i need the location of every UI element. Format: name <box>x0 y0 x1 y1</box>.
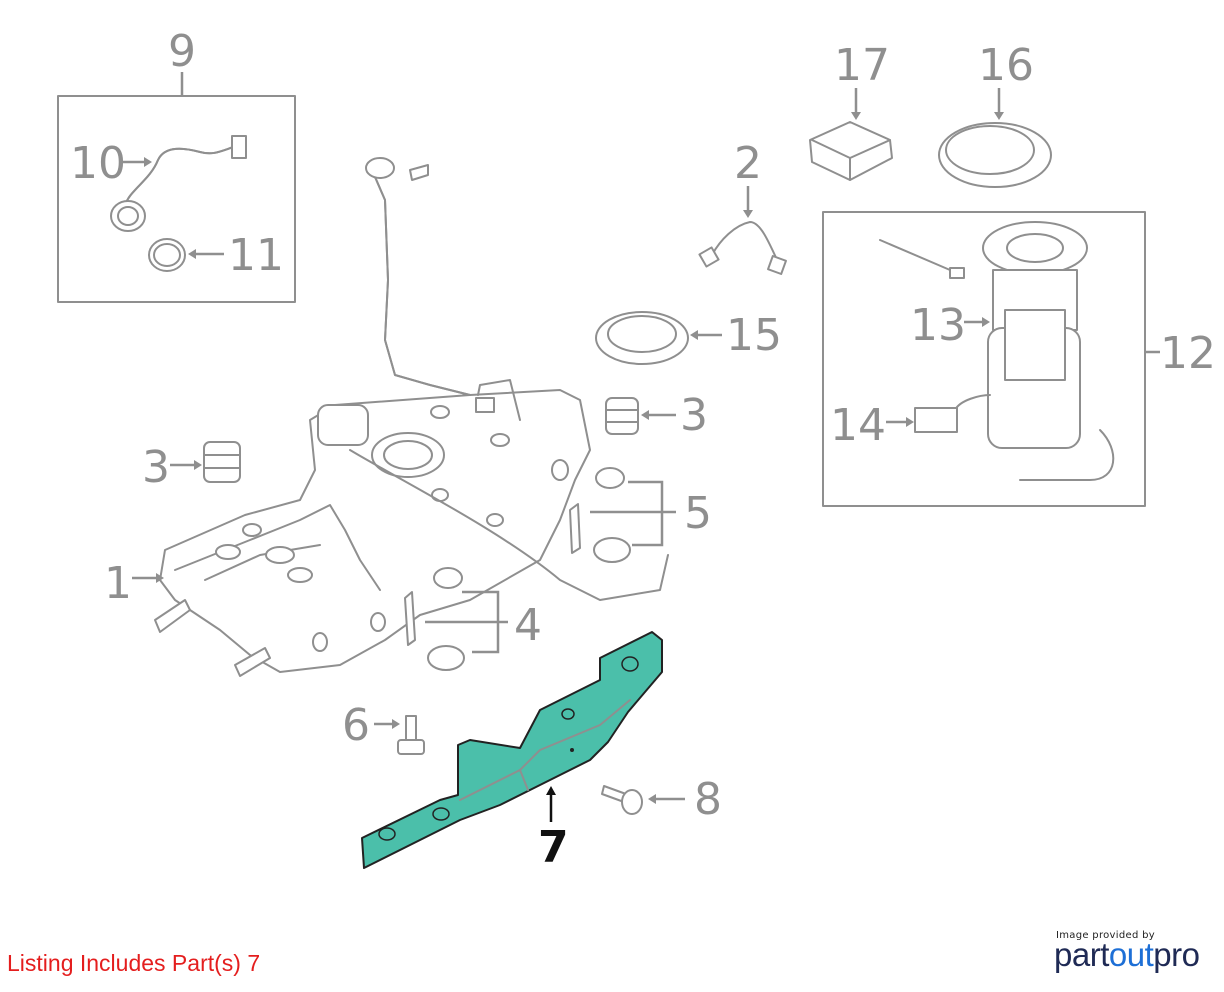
part-15-seal <box>595 311 722 365</box>
callout-labels: 1 2 3 3 4 5 6 7 8 9 10 11 12 13 14 15 16… <box>70 26 1216 873</box>
part-7-heat-shield <box>361 631 663 869</box>
part-5 <box>569 467 676 563</box>
callout-1: 1 <box>104 558 132 609</box>
fuel-tank <box>132 157 669 677</box>
callout-2: 2 <box>734 138 762 189</box>
callout-3-right: 3 <box>680 390 708 441</box>
callout-3-left: 3 <box>142 442 170 493</box>
callout-17: 17 <box>834 40 890 91</box>
callout-13: 13 <box>910 300 966 351</box>
callout-6: 6 <box>342 700 370 751</box>
callout-14: 14 <box>830 400 886 451</box>
callout-16: 16 <box>978 40 1034 91</box>
callout-7-highlighted: 7 <box>538 822 569 873</box>
callout-10: 10 <box>70 138 126 189</box>
callout-11: 11 <box>228 230 284 281</box>
callout-12: 12 <box>1160 328 1216 379</box>
brand-part1: part <box>1054 936 1109 973</box>
callout-5: 5 <box>684 488 712 539</box>
part-16-ring <box>938 88 1052 188</box>
part-2 <box>698 186 787 275</box>
callout-15: 15 <box>726 310 782 361</box>
brand-logo: partoutpro <box>1054 936 1200 974</box>
group-12-box <box>822 211 1160 507</box>
callout-4: 4 <box>514 600 542 651</box>
part-6-bolt <box>374 715 425 755</box>
part-17-module <box>809 88 893 181</box>
group-9-box <box>57 72 296 303</box>
part-3-insulators <box>170 397 676 483</box>
callout-8: 8 <box>694 774 722 825</box>
callout-9: 9 <box>168 26 196 77</box>
image-credit: Image provided by <box>1056 930 1155 941</box>
part-8-bolt <box>601 785 685 815</box>
brand-part3: pro <box>1153 936 1200 973</box>
listing-includes-text: Listing Includes Part(s) 7 <box>7 950 261 976</box>
part-4 <box>404 567 508 671</box>
brand-part2: out <box>1108 936 1154 973</box>
